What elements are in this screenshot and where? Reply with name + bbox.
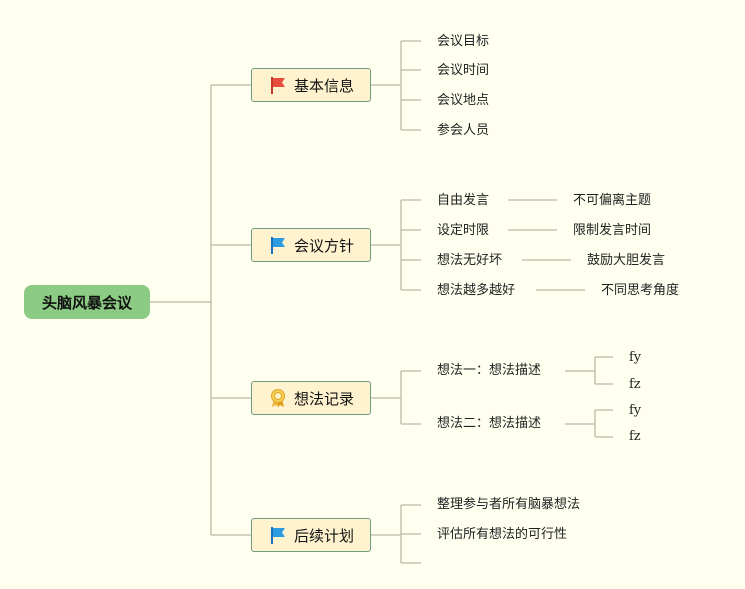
subtopic-fz-1[interactable]: fz	[629, 377, 641, 392]
branch-basic-info[interactable]: 基本信息	[251, 68, 371, 102]
topic-organize-ideas[interactable]: 整理参与者所有脑暴想法	[437, 497, 581, 512]
topic-idea-two[interactable]: 想法二：想法描述	[437, 416, 542, 431]
topic-meeting-place[interactable]: 会议地点	[437, 93, 490, 108]
topic-evaluate-feasibility[interactable]: 评估所有想法的可行性	[437, 527, 568, 542]
topic-different-angles[interactable]: 不同思考角度	[601, 283, 680, 298]
topic-meeting-goal[interactable]: 会议目标	[437, 34, 490, 49]
topic-time-limit[interactable]: 设定时限	[437, 223, 490, 238]
branch-follow-up-plan[interactable]: 后续计划	[251, 518, 371, 552]
blue-flag-icon	[268, 525, 288, 545]
topic-meeting-time[interactable]: 会议时间	[437, 63, 490, 78]
topic-encourage-bold[interactable]: 鼓励大胆发言	[587, 253, 666, 268]
branch-idea-record[interactable]: 想法记录	[251, 381, 371, 415]
topic-stay-on-topic[interactable]: 不可偏离主题	[573, 193, 652, 208]
subtopic-fy-1[interactable]: fy	[629, 350, 642, 365]
topic-free-speech[interactable]: 自由发言	[437, 193, 490, 208]
branch-meeting-policy[interactable]: 会议方针	[251, 228, 371, 262]
blue-flag-icon	[268, 235, 288, 255]
topic-idea-one[interactable]: 想法一：想法描述	[437, 363, 542, 378]
topic-more-ideas[interactable]: 想法越多越好	[437, 283, 516, 298]
subtopic-fy-2[interactable]: fy	[629, 403, 642, 418]
topic-no-bad-ideas[interactable]: 想法无好坏	[437, 253, 503, 268]
red-flag-icon	[268, 75, 288, 95]
topic-limit-speaking-time[interactable]: 限制发言时间	[573, 223, 652, 238]
root-topic[interactable]: 头脑风暴会议	[24, 285, 150, 319]
subtopic-fz-2[interactable]: fz	[629, 429, 641, 444]
topic-attendees[interactable]: 参会人员	[437, 123, 490, 138]
award-ribbon-icon	[268, 388, 288, 408]
